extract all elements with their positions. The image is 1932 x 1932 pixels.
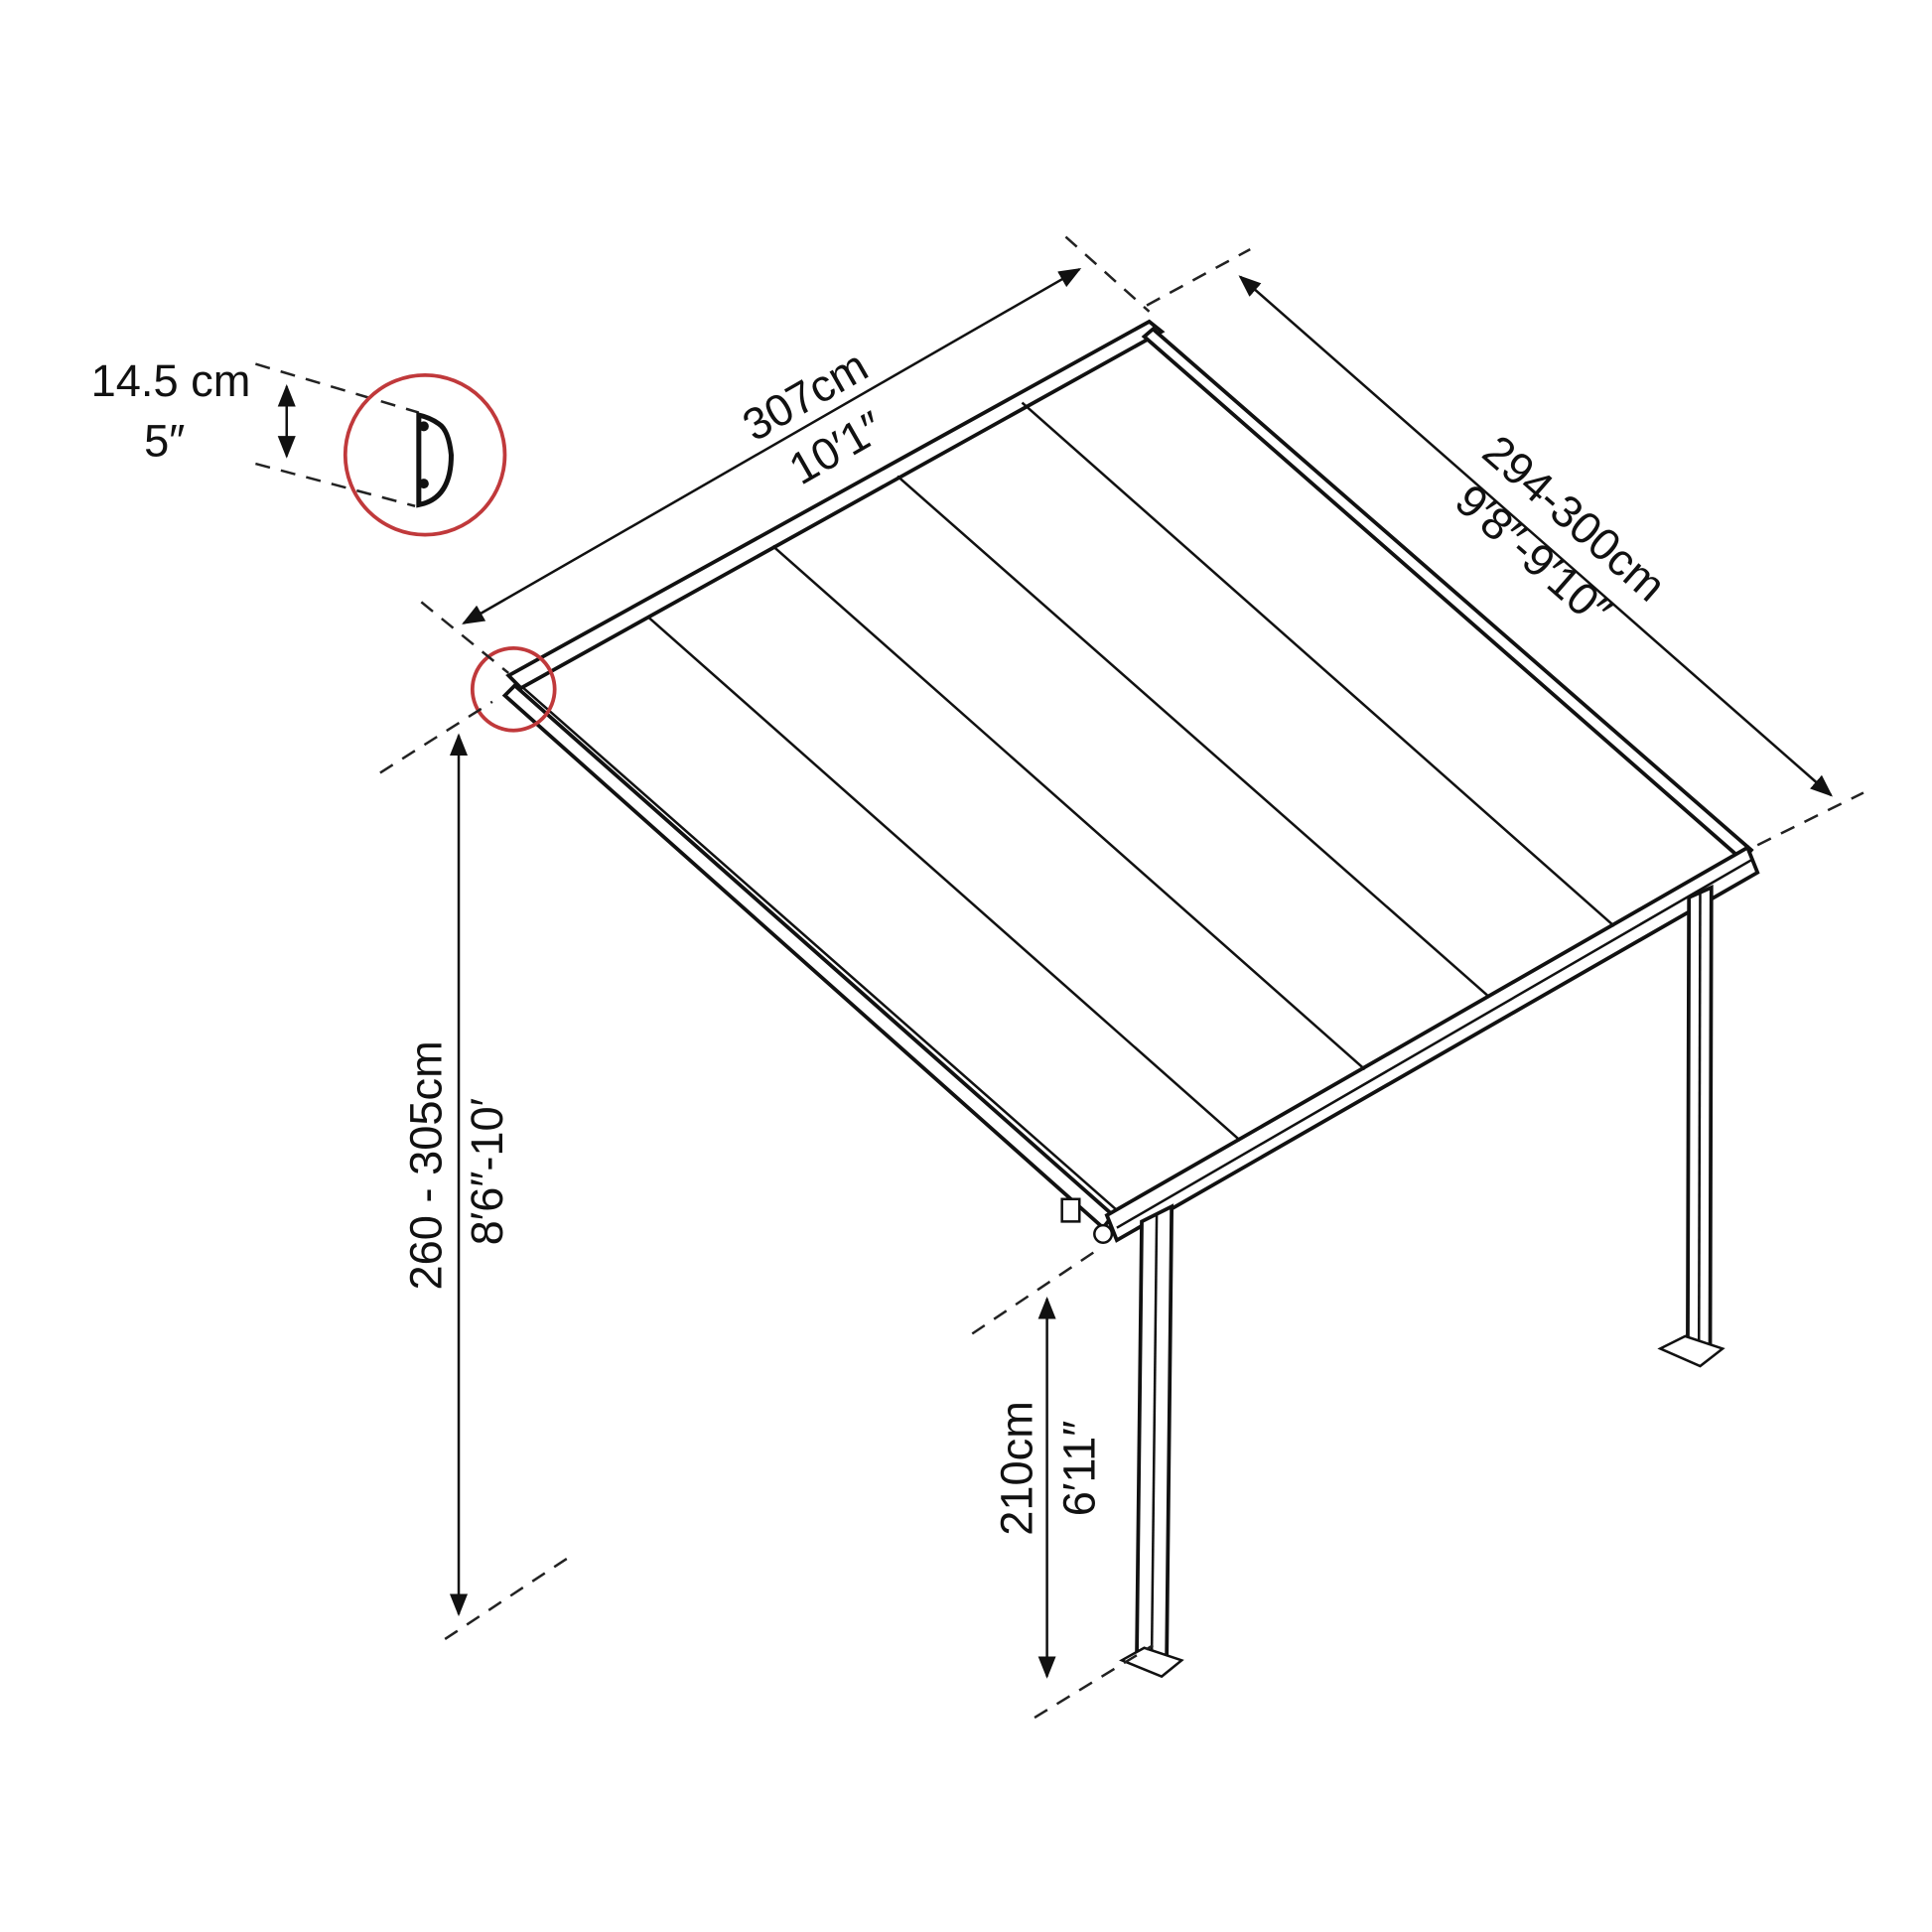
post-foot [1119, 1646, 1184, 1679]
post-foot [1657, 1334, 1725, 1368]
post-height-dimension: 210cm 6′11″ [971, 1249, 1154, 1720]
posts [1119, 885, 1725, 1679]
profile-location-circle [470, 645, 557, 733]
profile-height-in: 5″ [144, 416, 185, 467]
profile-height-cm: 14.5 cm [91, 355, 251, 406]
corner-cap [1093, 1223, 1114, 1244]
post-height-cm: 210cm [992, 1401, 1042, 1536]
width-arrow [462, 268, 1082, 624]
depth-arrow [1238, 275, 1834, 797]
wall-height-imperial: 8′6″-10′ [462, 1098, 512, 1246]
wall-height-dimension: 260 - 305cm 8′6″-10′ [379, 700, 575, 1641]
extension-line [255, 462, 416, 507]
extension-line [255, 362, 420, 414]
profile-detail: 14.5 cm 5″ [91, 355, 507, 537]
pergola-roof [470, 319, 1760, 1244]
panel-divider [647, 616, 1242, 1142]
gutter-profile-icon [416, 411, 454, 508]
post-height-imperial: 6′11″ [1053, 1421, 1104, 1517]
wall-height-cm: 260 - 305cm [400, 1040, 451, 1290]
panel-divider [771, 544, 1366, 1071]
detail-highlight-circle [343, 373, 507, 537]
bracket [1060, 1197, 1081, 1223]
